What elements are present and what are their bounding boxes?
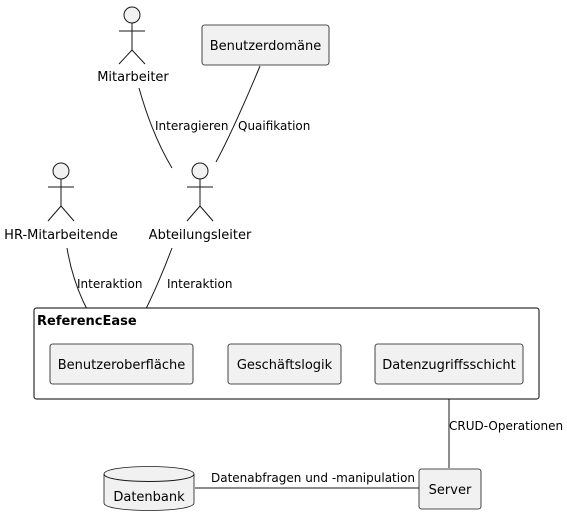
node-label-server: Server — [429, 483, 472, 498]
edge-label-interaktion-abteilungsleiter: Interaktion — [167, 277, 232, 291]
database-datenbank: Datenbank — [103, 466, 195, 511]
actor-head — [123, 6, 141, 24]
package-title: ReferencEase — [37, 314, 137, 329]
actor-head — [191, 162, 209, 180]
node-benutzeroberflaeche: Benutzeroberfläche — [49, 343, 194, 385]
node-label-geschaeftslogik: Geschäftslogik — [237, 358, 333, 373]
database-icon — [103, 466, 195, 511]
node-label-benutzerdomaene: Benutzerdomäne — [210, 39, 322, 54]
node-label-datenbank: Datenbank — [113, 490, 185, 505]
edge-label-quaifikation: Quaifikation — [238, 119, 310, 133]
actor-label-mitarbeiter: Mitarbeiter — [97, 70, 169, 85]
actor-abteilungsleiter: Abteilungsleiter — [149, 162, 252, 243]
node-label-datenzugriffsschicht: Datenzugriffsschicht — [382, 358, 516, 373]
edge-label-datenabfragen: Datenabfragen und -manipulation — [211, 471, 415, 485]
edge-label-interagieren: Interagieren — [155, 119, 229, 133]
edge-benutzerdomaene-abteilungsleiter — [215, 65, 261, 163]
actor-mitarbeiter: Mitarbeiter — [97, 6, 169, 85]
node-benutzerdomaene: Benutzerdomäne — [201, 24, 330, 66]
actor-hr-mitarbeitende: HR-Mitarbeitende — [4, 162, 118, 243]
edge-label-crud: CRUD-Operationen — [449, 419, 563, 433]
actor-head — [52, 162, 70, 180]
node-server: Server — [418, 468, 482, 510]
edge-label-interaktion-hr: Interaktion — [77, 277, 142, 291]
actor-label-abteilungsleiter: Abteilungsleiter — [149, 228, 252, 243]
node-geschaeftslogik: Geschäftslogik — [227, 343, 342, 385]
edge-mitarbeiter-abteilungsleiter — [138, 87, 173, 169]
node-datenzugriffsschicht: Datenzugriffsschicht — [374, 343, 524, 385]
node-label-benutzeroberflaeche: Benutzeroberfläche — [58, 358, 185, 373]
actor-label-hr: HR-Mitarbeitende — [4, 228, 118, 243]
